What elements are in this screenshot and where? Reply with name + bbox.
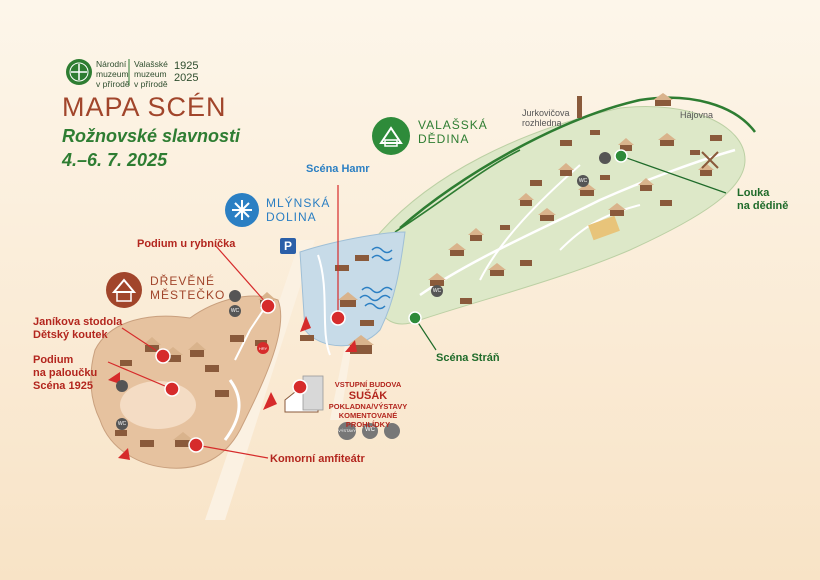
- stage-markers-red: [155, 298, 346, 453]
- village-path: [419, 148, 736, 297]
- section-label-valasska: VALAŠSKÁ DĚDINA: [418, 118, 488, 146]
- wc-icon: [116, 175, 589, 439]
- stage-label-podium-rybnicka: Podium u rybníčka: [137, 238, 236, 250]
- event-subtitle: Rožnovské slavnosti: [62, 126, 241, 146]
- leader-lines: [107, 155, 727, 459]
- entrance-label-building: VSTUPNÍ BUDOVA: [334, 380, 402, 389]
- river: [317, 254, 331, 356]
- buildings: [115, 93, 722, 447]
- exhibition-label: VÝSTAVY: [338, 428, 356, 433]
- square: [120, 381, 196, 429]
- direction-arrows: [108, 316, 357, 460]
- section-label-drevene: DŘEVĚNÉ MĚSTEČKO: [150, 274, 226, 302]
- logo-year-to: 2025: [174, 72, 199, 84]
- access-road: [330, 345, 352, 420]
- mlynska-dolina-icon: [225, 193, 259, 227]
- parking-letter: P: [283, 239, 292, 253]
- place-label-hajovna: Hájovna: [680, 110, 714, 120]
- logo-left-text: Národní muzeum v přírodě: [96, 59, 130, 89]
- entrance-label-susak: SUŠÁK: [348, 390, 388, 402]
- entrance-building: [284, 375, 324, 413]
- stage-label-komorni: Komorní amfiteátr: [270, 453, 365, 465]
- entrance-label-line3: KOMENTOVANÉ PROHLÍDKY: [338, 411, 398, 429]
- restaurant-icon: [116, 152, 611, 439]
- mlynska-dolina-area: [299, 231, 406, 347]
- lookout-tower: [577, 96, 582, 118]
- parking-sign: [280, 238, 296, 254]
- field: [588, 215, 620, 241]
- place-label-jurkovicova: Jurkovičova rozhledna: [522, 108, 570, 128]
- exhibition-icon: [338, 422, 356, 440]
- wc-label: WC: [578, 178, 588, 184]
- logo-right-text: Valašské muzeum v přírodě: [134, 59, 168, 89]
- stage-label-louka: Louka na dědině: [737, 187, 789, 212]
- stage-label-janikova: Janíkova stodola Dětský koutek: [33, 316, 123, 341]
- drevene-mestecko-icon: [106, 272, 142, 308]
- games-label: HRY: [258, 346, 268, 351]
- forest-line: [399, 96, 757, 229]
- event-dates: 4.–6. 7. 2025: [62, 150, 168, 170]
- wc-label: WC: [117, 421, 127, 427]
- wc-label: WC: [230, 308, 240, 314]
- valasska-dedina-icon: [372, 117, 410, 155]
- wc-label: WC: [365, 427, 375, 433]
- forest-line: [394, 149, 521, 233]
- logo-year-from: 1925: [174, 60, 199, 72]
- section-label-mlynska: MLÝNSKÁ DOLINA: [266, 196, 331, 224]
- stage-markers-green: [408, 149, 628, 325]
- stage-label-scena-stran: Scéna Stráň: [436, 352, 500, 364]
- windmill: [701, 151, 719, 169]
- village-path: [479, 164, 581, 281]
- stage-label-scena-hamr: Scéna Hamr: [306, 163, 370, 175]
- games-icon: [257, 342, 269, 354]
- museum-logo: [66, 59, 130, 86]
- town-path: [223, 379, 241, 441]
- wc-label: WC: [432, 288, 442, 294]
- entrance-label-line2: POKLADNA/VÝSTAVY: [328, 402, 408, 411]
- stage-label-podium-palouku: Podium na paloučku Scéna 1925: [33, 354, 98, 392]
- page-title: MAPA SCÉN: [62, 92, 227, 122]
